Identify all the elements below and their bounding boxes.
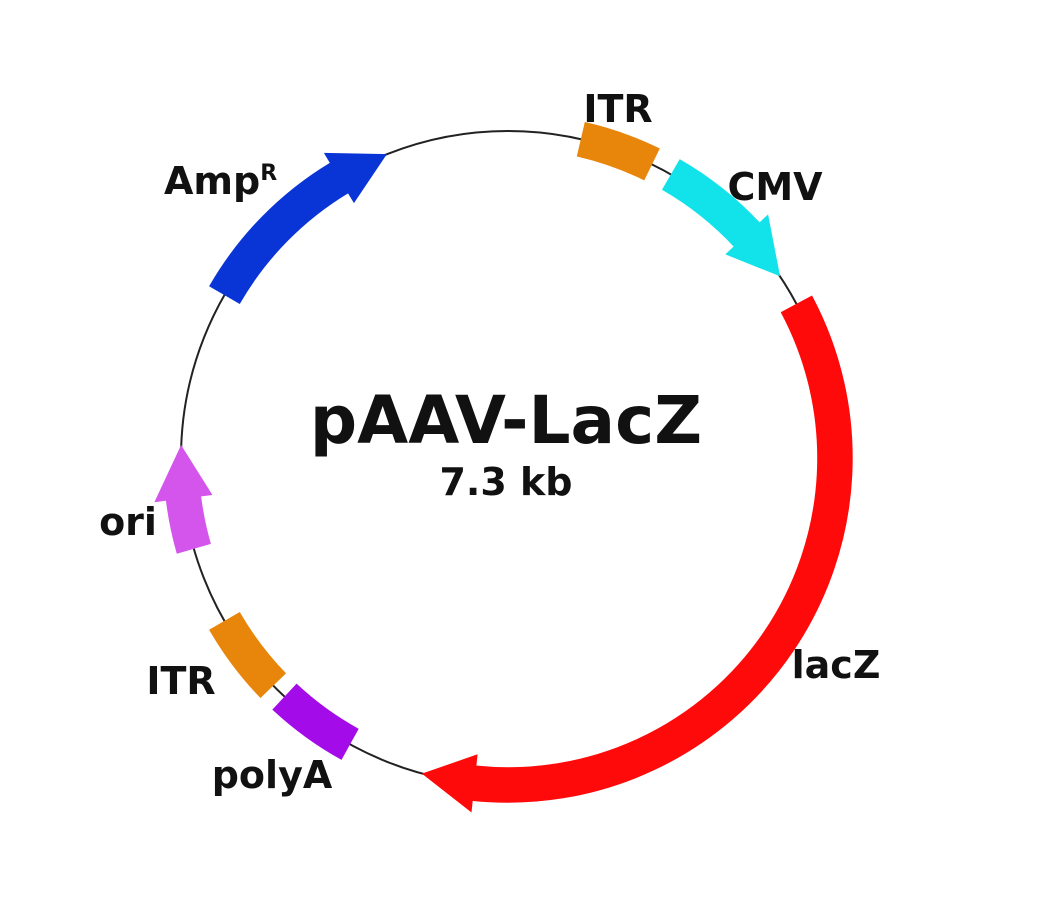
feature-label-itr-bottom: ITR (146, 659, 215, 703)
plasmid-size: 7.3 kb (439, 460, 572, 504)
feature-label-cmv: CMV (727, 165, 823, 209)
feature-arc-ori (154, 445, 213, 554)
feature-label-ampr: AmpR (164, 159, 277, 203)
feature-label-lacz: lacZ (792, 643, 881, 687)
feature-arc-cmv (661, 159, 781, 277)
feature-label-ori: ori (99, 500, 157, 544)
feature-arc-ampr (209, 152, 387, 305)
feature-arc-polya (272, 683, 359, 760)
ampr-label-superscript: R (260, 161, 277, 186)
feature-arc-itr-bottom (209, 611, 287, 699)
feature-arc-lacz (421, 295, 853, 813)
feature-arc-itr-top (576, 121, 660, 181)
feature-label-polya: polyA (212, 753, 333, 797)
plasmid-name: pAAV-LacZ (310, 382, 702, 459)
feature-label-itr-top: ITR (583, 87, 652, 131)
ampr-label-main: Amp (164, 159, 260, 203)
